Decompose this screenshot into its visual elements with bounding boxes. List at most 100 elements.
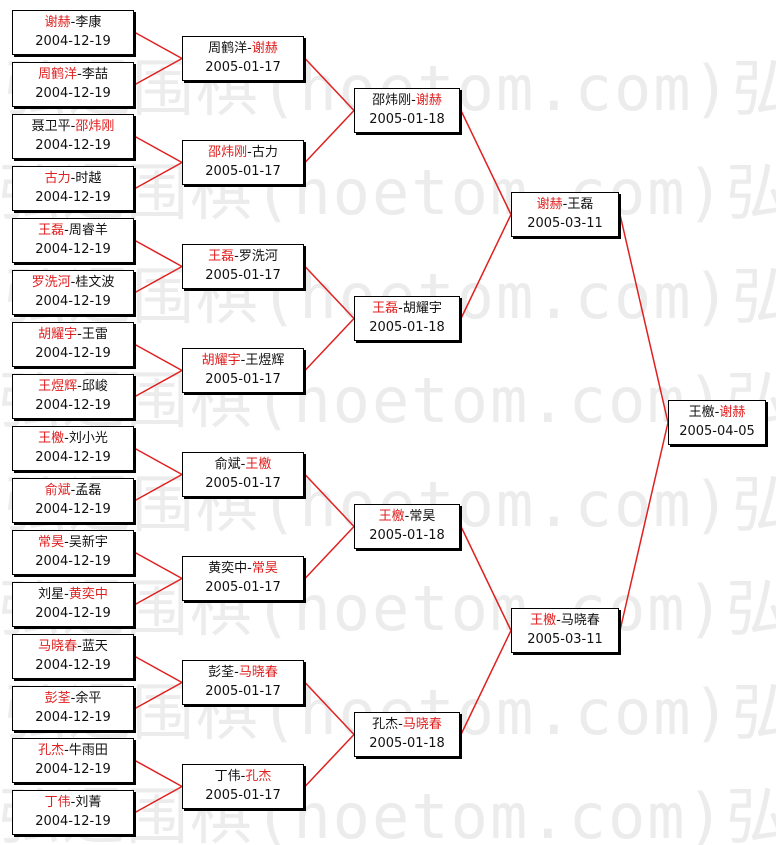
bracket-connector [134,577,183,606]
player-name: 聂卫平 [31,119,71,134]
match-date: 2005-01-17 [205,372,281,387]
separator: - [70,795,76,810]
match-players: 古力-时越 [13,169,133,188]
separator: - [70,691,76,706]
bracket-connector [134,681,183,710]
separator: - [234,249,239,264]
match-players: 丁伟-孔杰 [183,767,303,786]
player-name: 马晓春 [38,639,78,654]
player-name: 王檄 [530,613,557,628]
player-name: 周鹤洋 [38,67,78,82]
player-name: 丁伟 [44,795,71,810]
match-date: 2004-12-19 [35,658,111,673]
match-date: 2004-12-19 [35,242,111,257]
match-players: 周鹤洋-谢赫 [183,39,303,58]
player-name: 王檄 [245,457,272,472]
bracket-connector [304,109,355,164]
player-name: 刘星 [38,587,65,602]
separator: - [70,275,76,290]
separator: - [247,41,252,56]
match-players: 胡耀宇-王煜辉 [183,351,303,370]
match-date: 2004-12-19 [35,398,111,413]
bracket-connector [134,31,183,60]
round1-match-16: 丁伟-刘菁 2004-12-19 [12,790,134,835]
separator: - [70,15,76,30]
player-name: 马晓春 [560,613,600,628]
match-date: 2005-01-18 [369,320,445,335]
player-name: 孟磊 [75,483,102,498]
match-players: 周鹤洋-李喆 [13,65,133,84]
match-date: 2004-12-19 [35,814,111,829]
player-name: 古力 [251,145,278,160]
match-players: 谢赫-李康 [13,13,133,32]
match-date: 2005-01-18 [369,736,445,751]
player-name: 马晓春 [238,665,278,680]
bracket-connector [304,525,355,580]
player-name: 彭荃 [44,691,71,706]
match-players: 王磊-罗洗河 [183,247,303,266]
separator: - [398,717,403,732]
match-date: 2005-01-17 [205,580,281,595]
player-name: 王煜辉 [245,353,285,368]
bracket-connector [134,551,183,580]
bracket-connector [134,369,183,398]
match-players: 俞斌-孟磊 [13,481,133,500]
match-players: 王檄-谢赫 [669,403,765,422]
match-players: 俞斌-王檄 [183,455,303,474]
player-name: 胡耀宇 [201,353,241,368]
match-players: 聂卫平-邵炜刚 [13,117,133,136]
match-players: 罗洗河-桂文波 [13,273,133,292]
bracket-connector [619,214,669,423]
player-name: 周鹤洋 [208,41,248,56]
player-name: 王檄 [378,509,405,524]
player-name: 胡耀宇 [38,327,78,342]
player-name: 王磊 [208,249,235,264]
player-name: 谢赫 [44,15,71,30]
player-name: 孔杰 [372,717,399,732]
separator: - [247,561,252,576]
bracket-connector [304,265,355,320]
separator: - [411,93,416,108]
bracket-connector [460,526,512,631]
player-name: 彭荃 [208,665,235,680]
match-date: 2004-12-19 [35,294,111,309]
bracket-connector [460,630,512,735]
match-players: 王檄-马晓春 [512,611,618,630]
player-name: 常昊 [38,535,65,550]
player-name: 桂文波 [75,275,115,290]
separator: - [64,743,69,758]
bracket-connector [304,317,355,372]
bracket-connector [134,265,183,294]
separator: - [234,665,239,680]
separator: - [70,483,76,498]
bracket-connector [304,733,355,788]
player-name: 谢赫 [415,93,442,108]
bracket-connector [134,161,183,190]
match-players: 刘星-黄奕中 [13,585,133,604]
match-players: 孔杰-牛雨田 [13,741,133,760]
separator: - [64,223,69,238]
separator: - [77,327,82,342]
match-date: 2005-03-11 [527,216,603,231]
match-date: 2004-12-19 [35,762,111,777]
player-name: 邵炜刚 [75,119,115,134]
player-name: 邵炜刚 [208,145,248,160]
player-name: 刘菁 [75,795,102,810]
player-name: 王檄 [688,405,715,420]
bracket-connector [134,343,183,372]
player-name: 谢赫 [536,197,563,212]
player-name: 邱峻 [81,379,108,394]
separator: - [562,197,568,212]
player-name: 丁伟 [214,769,241,784]
bracket-connector [134,759,183,788]
